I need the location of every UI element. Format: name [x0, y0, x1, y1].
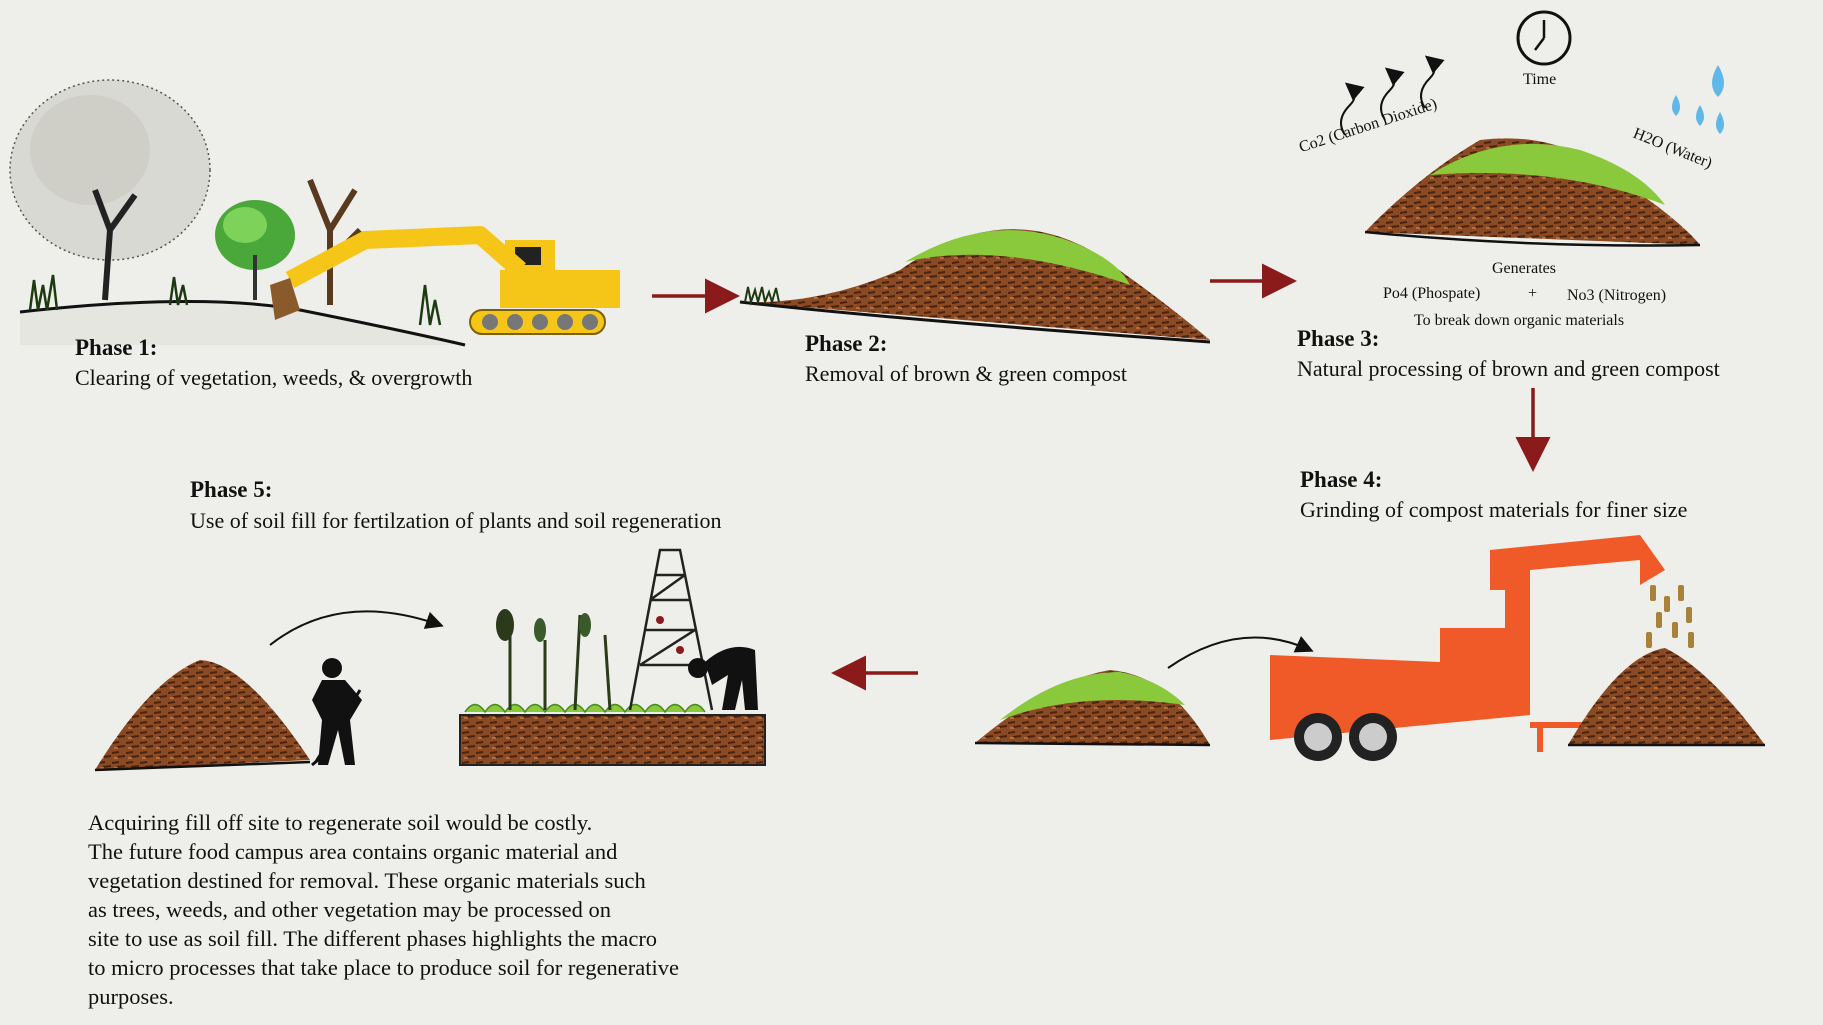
excavator-icon	[270, 226, 620, 335]
co2-emission-arrows	[1340, 55, 1445, 136]
phase3-description: Natural processing of brown and green co…	[1297, 356, 1720, 381]
description-paragraph: Acquiring fill off site to regenerate so…	[88, 808, 788, 1011]
paragraph-line: Acquiring fill off site to regenerate so…	[88, 810, 593, 835]
phase5-description: Use of soil fill for fertilzation of pla…	[190, 508, 722, 533]
phase3-processing-art	[1340, 10, 1724, 247]
phase2-compost-pile-art	[739, 229, 1211, 344]
flow-arrows	[652, 263, 1551, 691]
phase1-title: Phase 1:	[75, 335, 158, 360]
time-label: Time	[1523, 71, 1557, 88]
shrub-icon	[215, 200, 295, 300]
paragraph-line: as trees, weeds, and other vegetation ma…	[88, 897, 611, 922]
phase2-title: Phase 2:	[805, 331, 888, 356]
worker-shovel-icon	[311, 658, 362, 767]
phase2-description: Removal of brown & green compost	[805, 361, 1127, 386]
purpose-label: To break down organic materials	[1414, 312, 1625, 329]
grinder-truck-icon	[1270, 535, 1665, 761]
phase4-title: Phase 4:	[1300, 467, 1383, 492]
paragraph-line: vegetation destined for removal. These o…	[88, 868, 646, 893]
trellis-icon	[628, 548, 714, 711]
phase4-grinding-art	[974, 535, 1765, 761]
no3-label: No3 (Nitrogen)	[1567, 287, 1667, 304]
phase1-description: Clearing of vegetation, weeds, & overgro…	[75, 365, 473, 390]
phase5-regeneration-art	[94, 548, 766, 772]
paragraph-line: to micro processes that take place to pr…	[88, 955, 680, 980]
phase5-title: Phase 5:	[190, 477, 273, 502]
falling-particles	[1646, 585, 1694, 648]
paragraph-line: purposes.	[88, 984, 174, 1009]
worker-gardening-icon	[688, 646, 758, 710]
raised-garden-bed-icon	[459, 609, 766, 766]
generates-label: Generates	[1492, 260, 1556, 277]
po4-label: Po4 (Phospate)	[1383, 285, 1481, 302]
clock-icon	[1516, 10, 1572, 66]
plus-label: +	[1528, 285, 1538, 302]
water-drops-icon	[1672, 65, 1724, 134]
tree-icon	[9, 79, 211, 301]
paragraph-line: site to use as soil fill. The different …	[88, 926, 658, 951]
phase4-description: Grinding of compost materials for finer …	[1300, 497, 1688, 522]
paragraph-line: The future food campus area contains org…	[88, 839, 618, 864]
phase3-title: Phase 3:	[1297, 326, 1380, 351]
phase1-clearing-art	[9, 79, 620, 347]
